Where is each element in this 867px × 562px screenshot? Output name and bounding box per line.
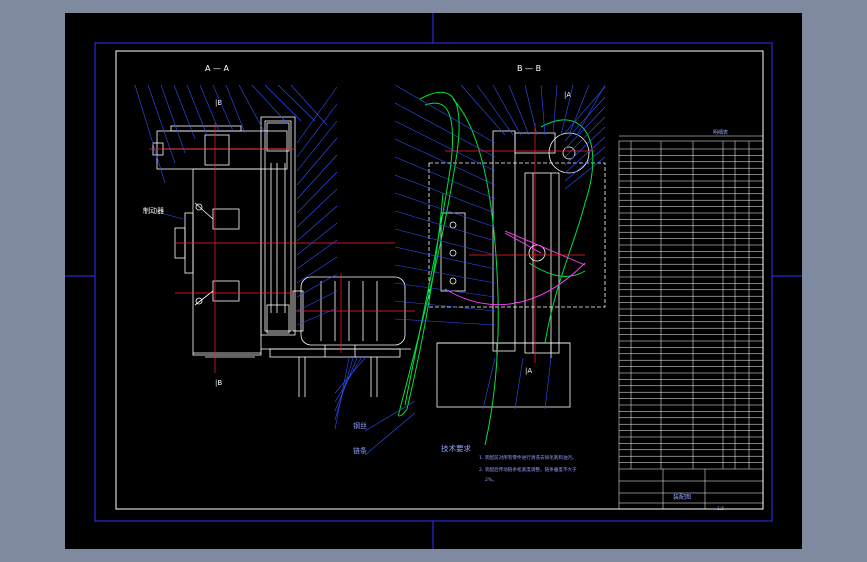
label-brake: 制动器 [143, 206, 164, 215]
leader-top-left [173, 84, 196, 140]
leader-top-left [290, 84, 328, 126]
leader-right-left [296, 120, 338, 172]
leader-top-left [160, 84, 186, 154]
leader-left-right [394, 210, 496, 242]
leader-right-left [296, 154, 338, 200]
leader-left-right [394, 174, 496, 214]
section-mark-b-bottom: |B [215, 379, 222, 387]
leader-top-left [212, 84, 234, 132]
drawing-sheet: A — A B — B |B |B |A |A [65, 13, 802, 549]
leader-left-right [394, 300, 496, 312]
leader-left-right [394, 228, 496, 256]
leader-right-left [296, 239, 338, 270]
leader-left-right [394, 120, 496, 172]
leader-right-right [564, 146, 606, 182]
leader-bottom-right [544, 357, 552, 410]
leader-right-right [564, 106, 606, 150]
leader-label [364, 412, 416, 456]
leader-right-right [564, 126, 606, 166]
section-mark-a-top: |A [564, 91, 571, 99]
leader-top-right [524, 84, 538, 136]
leader-right-right [564, 136, 606, 174]
leader-left-right [394, 102, 496, 158]
leader-right-left [296, 205, 338, 242]
leader-left-right [394, 156, 496, 200]
leader-top-right [552, 84, 558, 136]
leader-left-right [394, 192, 496, 228]
leader-top-left [199, 84, 220, 132]
notes-line-2: 2. 装配后传动链条松紧度调整，链条垂度不大于 [479, 466, 577, 473]
leader-top-right [540, 84, 546, 136]
parts-list-table [618, 135, 764, 510]
leader-top-right [568, 84, 590, 136]
leader-right-right [564, 86, 606, 134]
leader-right-left [296, 86, 338, 144]
leader-right-left [296, 222, 338, 256]
leader-right-left [296, 171, 338, 214]
leader-top-right [476, 84, 514, 136]
label-wire: 钢丝 [353, 421, 367, 430]
leader-top-left [147, 84, 176, 164]
notes-line-3: 2%。 [485, 477, 497, 483]
leader-right-right [564, 116, 606, 158]
leader-left-right [394, 264, 496, 284]
section-mark-a-bottom: |A [525, 367, 532, 375]
section-b-title: B — B [517, 64, 541, 73]
leader-top-right [460, 84, 506, 136]
leader-left-right [394, 282, 496, 298]
cad-drawing: A — A B — B |B |B |A |A [65, 13, 802, 549]
leader-label [160, 212, 184, 220]
view-a-a [152, 116, 411, 397]
leader-label [364, 400, 416, 432]
technical-notes: 技术要求 1. 装配前对所有零件进行清洗去除毛刺和油污。 2. 装配后传动链条松… [441, 443, 577, 483]
leader-bottom-right [514, 357, 524, 410]
leader-top-left [251, 84, 288, 124]
leader-left-right [394, 246, 496, 270]
leader-top-right [508, 84, 530, 136]
leader-top-left [277, 84, 316, 122]
section-mark-b-top: |B [215, 99, 222, 107]
notes-heading: 技术要求 [441, 443, 471, 453]
leader-right-right [564, 96, 606, 142]
leader-bottom-left [334, 357, 354, 421]
leader-top-left [264, 84, 302, 122]
inner-frame [115, 50, 764, 510]
leader-left-right [394, 84, 496, 144]
leader-lines [134, 84, 606, 456]
leader-top-right [492, 84, 522, 136]
leader-top-left [186, 84, 208, 136]
leader-bottom-left [334, 357, 350, 430]
outer-frame [94, 42, 773, 522]
drawing-name: 装配图 [673, 493, 691, 501]
notes-line-1: 1. 装配前对所有零件进行清洗去除毛刺和油污。 [479, 454, 577, 461]
leader-right-left [296, 307, 338, 326]
green-contours [398, 91, 594, 446]
label-chain: 链条 [353, 446, 367, 455]
leader-right-right [564, 156, 606, 190]
leader-left-right [394, 138, 496, 186]
leader-right-left [296, 290, 338, 312]
leader-right-left [296, 137, 338, 186]
leader-right-left [296, 256, 338, 284]
section-a-title: A — A [205, 64, 230, 73]
leader-left-right [394, 318, 496, 326]
leader-top-right [560, 84, 574, 136]
leader-right-left [296, 103, 338, 158]
leader-top-right [576, 84, 606, 136]
leader-bottom-left [334, 357, 358, 412]
drawing-scale: 1:5 [717, 506, 724, 512]
leader-right-left [296, 273, 338, 298]
leader-top-left [134, 84, 166, 184]
leader-top-left [225, 84, 246, 134]
leader-bottom-right [482, 357, 496, 410]
leader-top-left [238, 84, 266, 134]
parts-list-header: 明细表 [713, 129, 728, 136]
leader-right-left [296, 188, 338, 228]
